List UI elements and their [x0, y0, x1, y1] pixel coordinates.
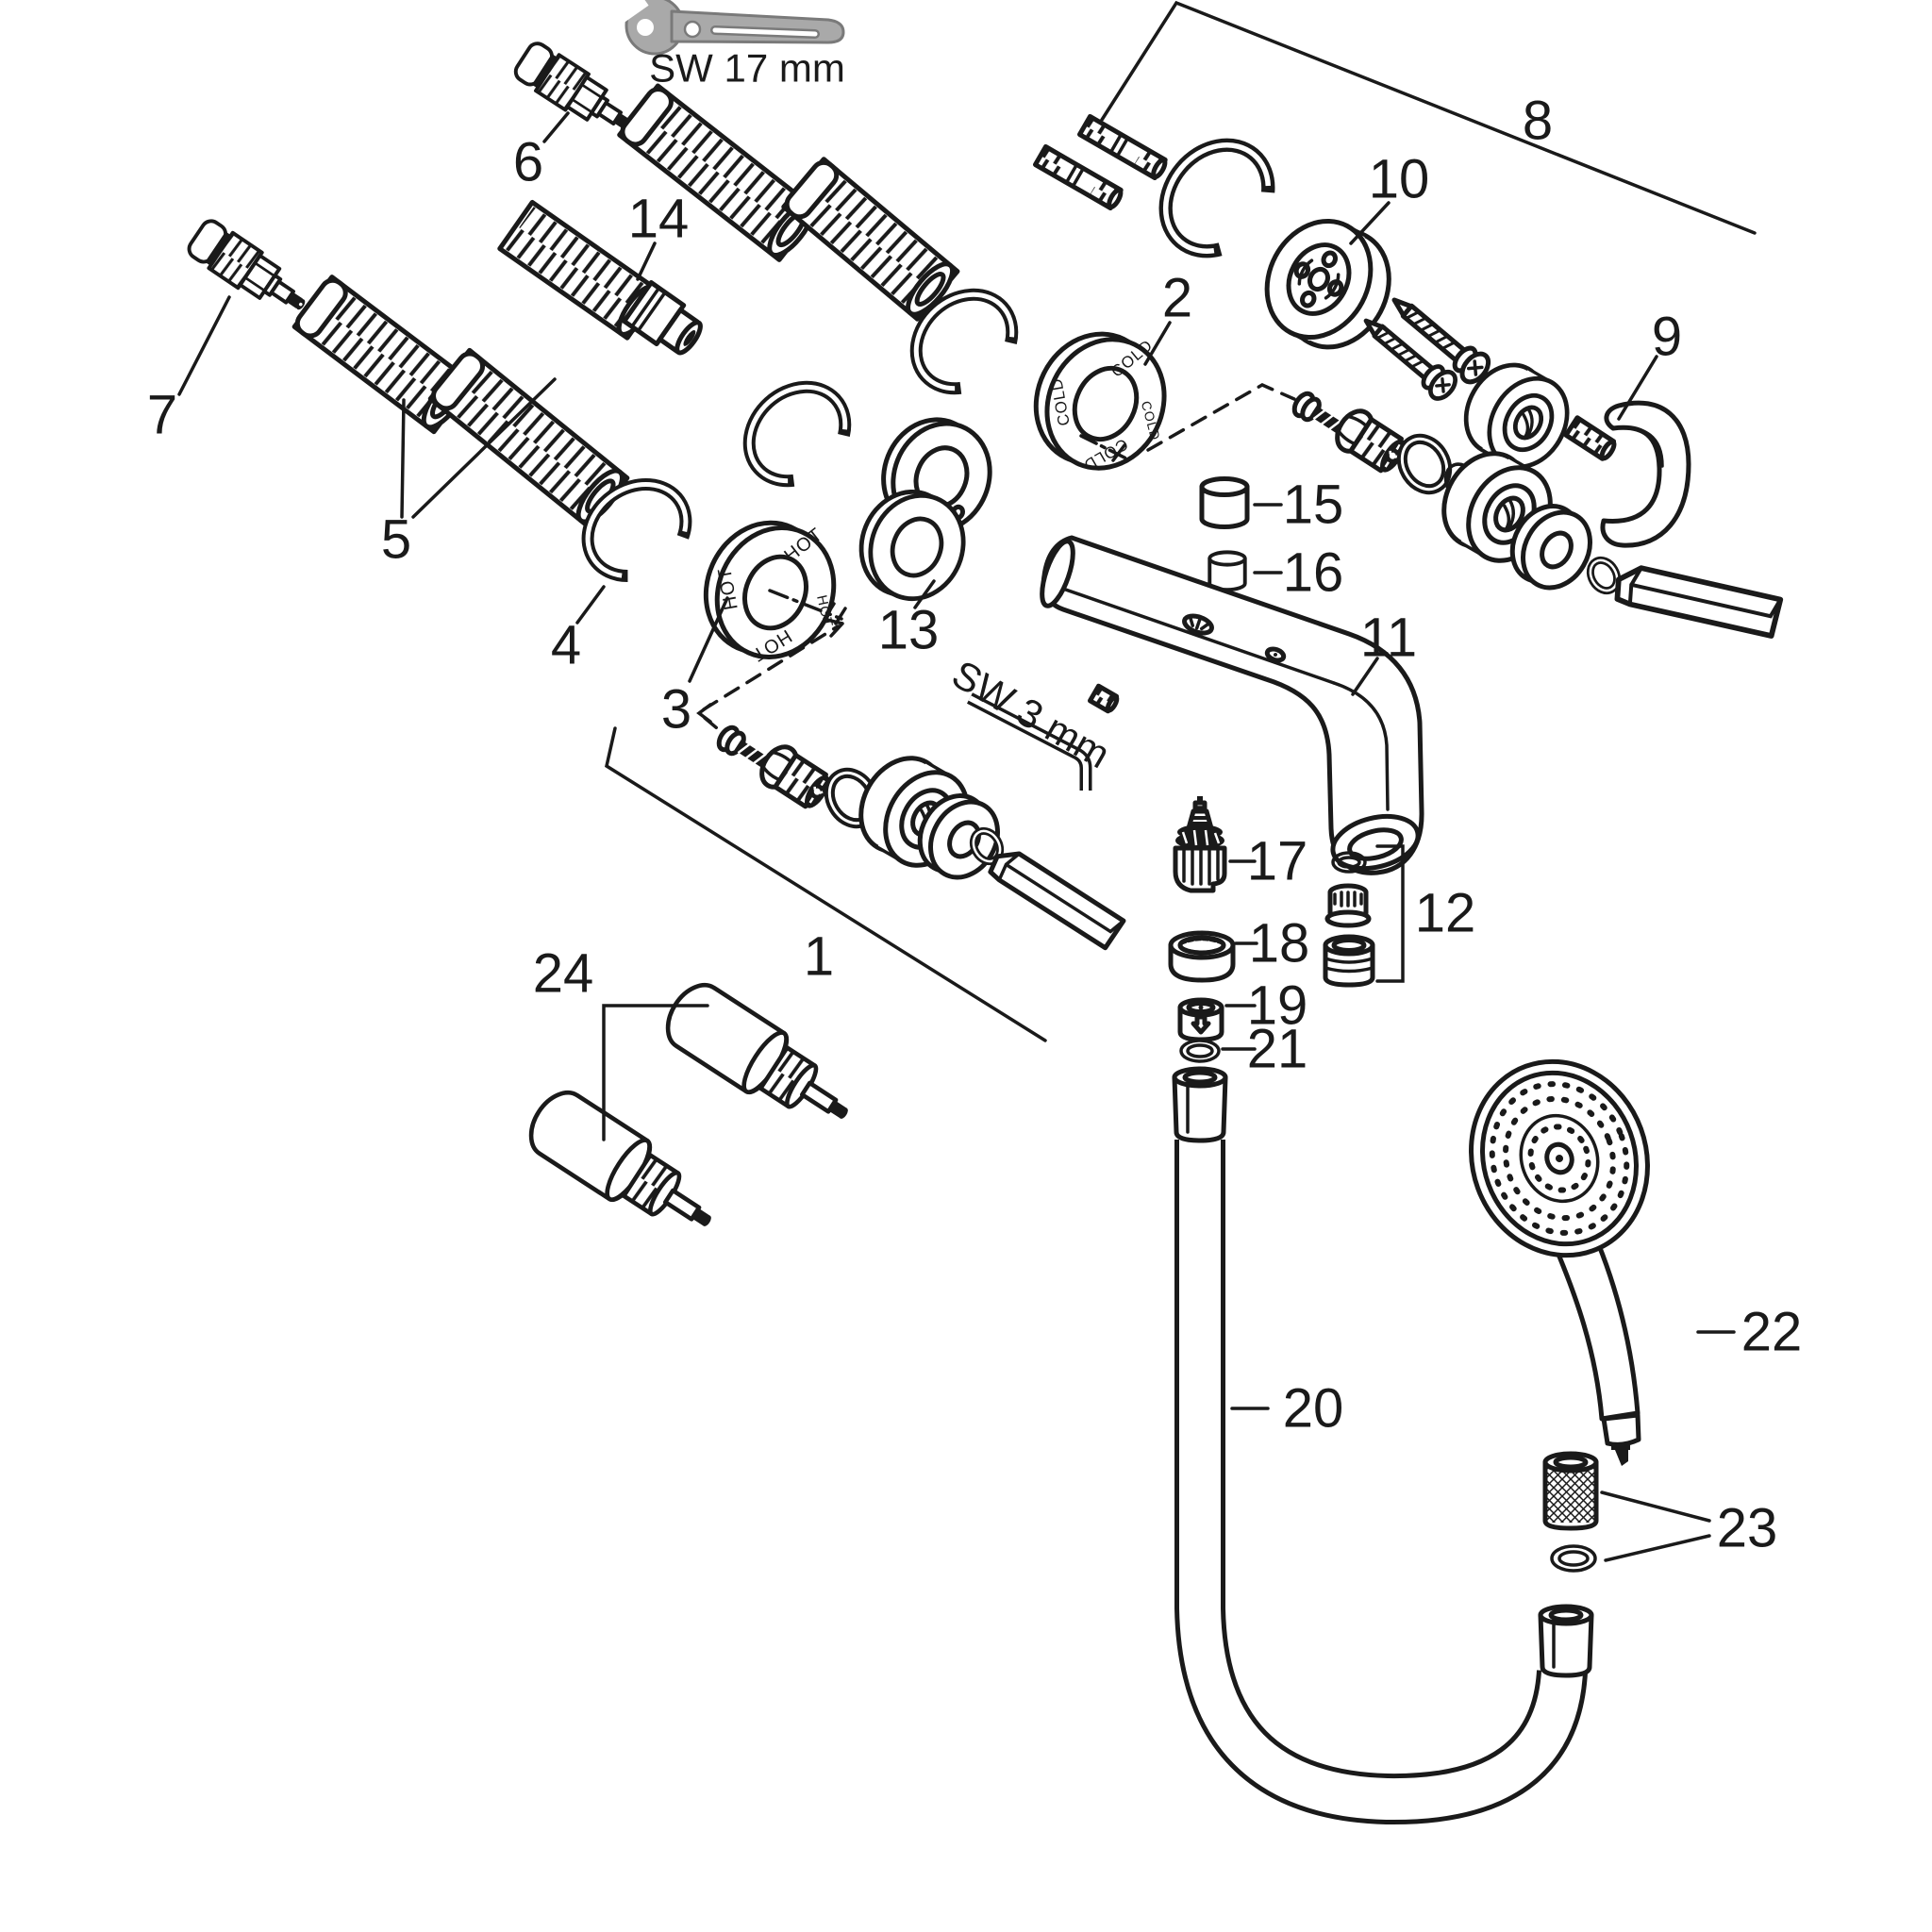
- part-18-ring-nut: [1168, 930, 1236, 983]
- label-part-14: 14: [628, 189, 690, 250]
- part-20-shower-hose: [1172, 1066, 1594, 1825]
- label-part-11: 11: [1360, 608, 1417, 669]
- label-part-23: 23: [1717, 1498, 1778, 1559]
- set-screw: [1088, 683, 1120, 714]
- leader-part-11: [1351, 657, 1379, 696]
- leader-part-1: [605, 726, 1047, 1042]
- label-part-2: 2: [1162, 268, 1192, 329]
- callouts: 1 2 3 4 5 6 7 8 9 10 11 12 13 14 15: [147, 91, 1803, 1562]
- label-part-18: 18: [1249, 913, 1310, 974]
- bracket-part-12: [1375, 844, 1405, 983]
- arrowhead-part-3: [825, 618, 844, 638]
- label-part-8: 8: [1523, 91, 1553, 152]
- leader-part-10: [1349, 201, 1391, 245]
- label-part-22: 22: [1741, 1302, 1803, 1363]
- label-part-19: 19: [1247, 975, 1308, 1037]
- lever-handle-left: [981, 846, 1131, 950]
- cartridge-adapter-left: [755, 741, 836, 814]
- label-part-16: 16: [1283, 542, 1344, 604]
- spout-diverter-hole: [1182, 613, 1214, 636]
- leader-part-3: [688, 596, 729, 683]
- leader-part-7: [177, 295, 231, 396]
- hex-key-size-label: SW 3 mm: [944, 652, 1117, 777]
- part-21-o-ring: [1179, 1039, 1221, 1063]
- part-11-spout: [1040, 535, 1424, 875]
- group-9-dashed-leader: [1146, 383, 1296, 452]
- label-part-9: 9: [1652, 307, 1682, 368]
- handle-stud: [1563, 415, 1617, 461]
- part-22-hand-shower: [1469, 1058, 1650, 1466]
- label-part-13: 13: [878, 600, 940, 661]
- part-24-cartridge-a: [657, 975, 865, 1144]
- part-17-check-valve: [1173, 796, 1227, 893]
- label-part-3: 3: [661, 679, 691, 741]
- dashed-leader-part-3-down: [703, 716, 724, 735]
- leader-part-9: [1617, 355, 1658, 421]
- leader-part-6: [542, 111, 570, 143]
- leader-part-13: [913, 579, 936, 609]
- dashed-leader-part-3-up: [702, 625, 840, 711]
- part-10-mounting-flange: [1264, 218, 1391, 350]
- label-part-17: 17: [1247, 831, 1308, 892]
- spout-screw-hole: [1264, 646, 1287, 663]
- lever-handle-right: [1615, 567, 1781, 637]
- label-part-20: 20: [1283, 1378, 1344, 1440]
- threaded-stud-1: [1080, 116, 1168, 179]
- label-part-21: 21: [1247, 1019, 1308, 1080]
- hand-shower-outlet: [1601, 1412, 1641, 1466]
- label-part-1: 1: [804, 926, 834, 988]
- part-23-nipple: [1542, 1451, 1599, 1531]
- label-part-10: 10: [1369, 149, 1430, 210]
- leaders-part-5: [400, 377, 557, 519]
- group-8-bracket: [1100, 0, 1757, 235]
- part-15-cap: [1202, 479, 1247, 527]
- wrench-icon: [594, 0, 845, 56]
- handle-grip: [1600, 400, 1691, 548]
- label-part-4: 4: [551, 615, 581, 676]
- label-part-5: 5: [381, 509, 411, 571]
- part-23-o-ring: [1550, 1544, 1597, 1573]
- leader-part-4: [575, 585, 606, 625]
- label-part-15: 15: [1283, 475, 1344, 536]
- wrench-size-label: SW 17 mm: [649, 46, 845, 91]
- leader-part-14: [636, 242, 657, 281]
- label-part-24: 24: [533, 943, 594, 1005]
- label-part-12: 12: [1415, 883, 1476, 944]
- label-part-7: 7: [147, 385, 177, 446]
- leader-part-2: [1143, 321, 1172, 366]
- bracket-part-24: [602, 1004, 709, 1141]
- retaining-clip: [1144, 125, 1290, 272]
- part-3-escutcheon-hot: HOT HOT HOT HOT: [686, 504, 854, 675]
- part-14-connector-end: [622, 280, 703, 356]
- label-part-6: 6: [513, 132, 543, 193]
- part-16-cap: [1208, 550, 1247, 592]
- threaded-stud-2: [1036, 146, 1124, 209]
- part-7-supply-valve: [183, 214, 318, 326]
- part-19-flow-restrictor: [1177, 997, 1224, 1042]
- hex-key-icon: [967, 692, 1092, 791]
- part-24-cartridge-b: [520, 1083, 728, 1252]
- snap-ring-middle: [730, 368, 864, 500]
- leaders-part-23: [1600, 1491, 1711, 1562]
- threaded-pipe-upper-2: [782, 158, 959, 321]
- part-12-aerator-group: [1323, 851, 1375, 988]
